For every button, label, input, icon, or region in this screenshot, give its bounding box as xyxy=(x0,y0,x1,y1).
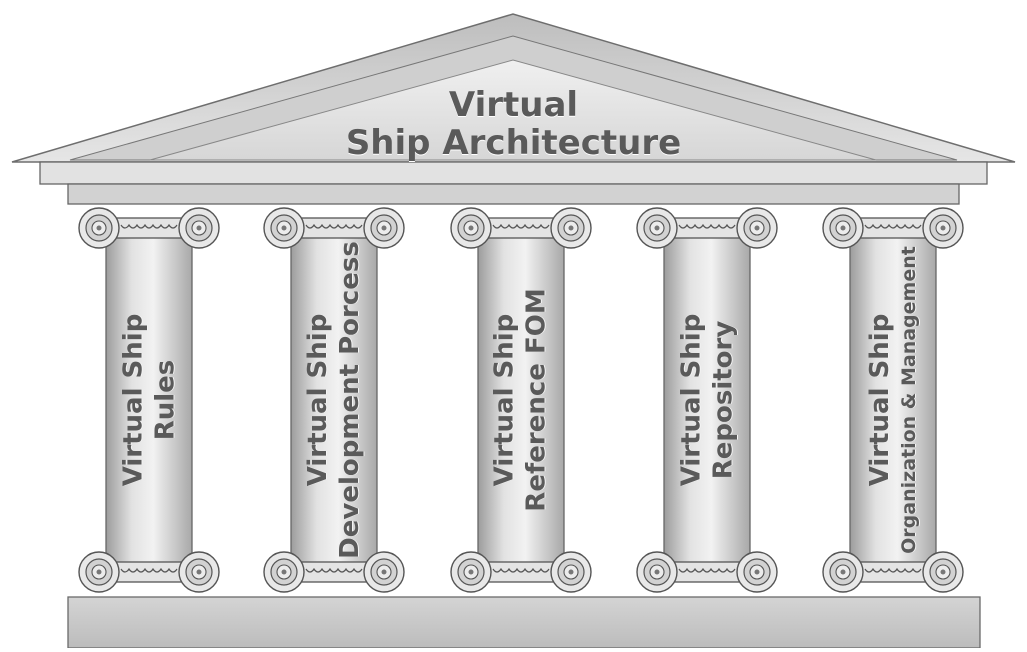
columns xyxy=(78,207,964,593)
pillar-label-line2: Rules xyxy=(150,359,181,441)
pillar-label-rules: Virtual Ship Rules xyxy=(104,240,194,560)
pillar-label-line2: Repository xyxy=(708,320,739,480)
pillar-1 xyxy=(78,207,220,593)
pillar-label-line1: Virtual Ship xyxy=(865,313,896,487)
pillar-label-line1: Virtual Ship xyxy=(118,313,149,487)
architecture-title-line1: Virtual xyxy=(448,85,579,125)
pillar-label-line2: Development Porcess xyxy=(335,241,366,559)
pillar-label-reference-fom: Virtual Ship Reference FOM xyxy=(476,240,566,560)
pillar-label-line1: Virtual Ship xyxy=(676,313,707,487)
pillar-label-repository: Virtual Ship Repository xyxy=(662,240,752,560)
pillar-label-line1: Virtual Ship xyxy=(490,313,520,487)
pillar-5 xyxy=(822,207,964,593)
pillar-label-line2: Organization & Management xyxy=(898,246,921,554)
pillar-label-line2: Reference FOM xyxy=(522,288,552,512)
pediment xyxy=(11,13,1016,205)
pillar-label-development-process: Virtual Ship Development Porcess xyxy=(289,240,379,560)
pillar-label-organization-management: Virtual Ship Organization & Management xyxy=(848,240,938,560)
pillar-3 xyxy=(450,207,592,593)
pillar-label-line1: Virtual Ship xyxy=(303,313,334,487)
pillar-2 xyxy=(263,207,405,593)
foundation xyxy=(67,596,981,649)
pillar-4 xyxy=(636,207,778,593)
architecture-title-line2: Ship Architecture xyxy=(345,123,682,163)
